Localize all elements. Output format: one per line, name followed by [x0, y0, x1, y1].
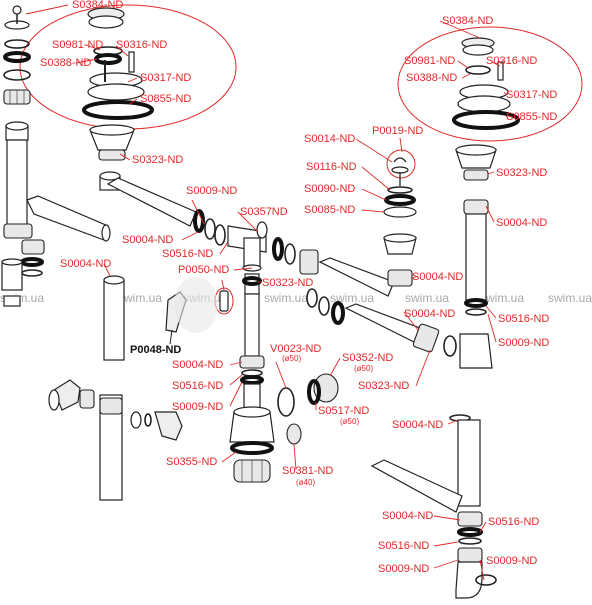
label-p0048: P0048-ND [130, 344, 181, 356]
label-s0004-b: S0004-ND [60, 258, 111, 270]
label-s0517-size: (ø50) [340, 417, 359, 426]
label-s0004-d: S0004-ND [412, 271, 463, 283]
watermark-4: swim.ua [264, 291, 308, 305]
label-v0023: V0023-ND [270, 343, 321, 355]
label-s0316-right: S0316-ND [486, 55, 537, 67]
center-bottle-trap [229, 355, 339, 483]
part-bottom-u-trap [455, 561, 483, 599]
part-labels: S0384-ND S0981-ND S0316-ND S0388-ND S031… [40, 0, 557, 575]
label-s0855-left: S0855-ND [140, 93, 191, 105]
part-left-tailpiece [6, 139, 28, 226]
label-s0352: S0352-ND [342, 352, 393, 364]
label-s0004-c: S0004-ND [172, 359, 223, 371]
label-s0004-g: S0004-ND [392, 419, 443, 431]
label-s0014: S0014-ND [304, 133, 355, 145]
part-v0023 [277, 387, 295, 417]
label-s0116: S0116-ND [306, 161, 357, 173]
label-s0004-h: S0004-ND [382, 510, 433, 522]
part-lower-right-tailpiece [457, 419, 481, 507]
part-left-drop-pipe [103, 279, 125, 361]
label-s0009-c: S0009-ND [498, 337, 549, 349]
label-s0316-left: S0316-ND [116, 39, 167, 51]
label-s0323-d: S0323-ND [496, 167, 547, 179]
label-s0388-right: S0388-ND [406, 72, 457, 84]
label-s0388-left: S0388-ND [40, 57, 91, 69]
label-s0004-f: S0004-ND [496, 217, 547, 229]
label-v0023-size: (ø50) [282, 354, 301, 363]
watermark-7: swim.ua [480, 291, 524, 305]
label-s0323-c: S0323-ND [358, 380, 409, 392]
watermark-8: swim.ua [548, 291, 592, 305]
label-s0009-b: S0009-ND [172, 401, 223, 413]
label-s0517: S0517-ND [318, 405, 369, 417]
right-strainer-group-outline [397, 26, 583, 142]
part-lower-right-branch [370, 459, 463, 513]
label-s0981-left: S0981-ND [52, 39, 103, 51]
label-s0009-d: S0009-ND [486, 555, 537, 567]
part-p0050 [219, 290, 229, 312]
label-s0004-e: S0004-ND [404, 308, 455, 320]
lower-left-parts [48, 379, 183, 501]
label-s0004-a: S0004-ND [122, 234, 173, 246]
watermark-5: swim.ua [330, 291, 374, 305]
label-s0516-a: S0516-ND [162, 248, 213, 260]
label-s0085: S0085-ND [304, 204, 355, 216]
label-s0384-right: S0384-ND [442, 15, 493, 27]
label-s0516-d: S0516-ND [488, 516, 539, 528]
label-s0357: S0357ND [240, 206, 288, 218]
label-s0317-left: S0317-ND [140, 72, 191, 84]
part-center-branch-pipe [106, 177, 197, 227]
center-left-parts [89, 124, 395, 361]
label-s0323-a: S0323-ND [132, 154, 183, 166]
label-s0317-right: S0317-ND [506, 89, 557, 101]
label-s0009-a: S0009-ND [186, 185, 237, 197]
part-lower-tailpiece [99, 394, 123, 501]
part-plug-p0019 [393, 157, 407, 163]
label-s0352-size: (ø50) [354, 364, 373, 373]
label-s0516-c: S0516-ND [498, 313, 549, 325]
left-column-parts [1, 5, 111, 307]
part-right-trap-elbow [459, 333, 493, 369]
right-strainer-parts [452, 37, 520, 130]
label-s0855-right: S0855-ND [506, 111, 557, 123]
right-column-parts [370, 144, 497, 599]
right-center-parts [306, 157, 493, 369]
part-right-tailpiece [465, 213, 487, 301]
watermark-2: swim.ua [118, 291, 162, 305]
plug-detail-outline [386, 149, 416, 179]
watermarks: swim.ua swim.ua swim.ua swim.ua swim.ua … [0, 291, 592, 305]
part-lower-hose-elbow [154, 411, 183, 441]
part-s0381 [286, 423, 302, 445]
leader-lines [25, 4, 509, 581]
part-elbow-connector [53, 379, 81, 411]
watermark-6: swim.ua [405, 291, 449, 305]
label-p0019: P0019-ND [372, 125, 423, 137]
left-strainer-parts [82, 7, 154, 120]
label-s0384-left: S0384-ND [72, 0, 123, 11]
label-s0381: S0381-ND [282, 465, 333, 477]
label-s0009-e: S0009-ND [378, 563, 429, 575]
part-left-branch [26, 195, 109, 241]
label-s0323-b: S0323-ND [262, 277, 313, 289]
label-p0050: P0050-ND [178, 264, 229, 276]
label-s0090: S0090-ND [304, 183, 355, 195]
label-s0516-e: S0516-ND [378, 540, 429, 552]
label-s0981-right: S0981-ND [404, 55, 455, 67]
label-s0355: S0355-ND [166, 456, 217, 468]
label-s0381-size: (ø40) [296, 478, 315, 487]
label-s0516-b: S0516-ND [172, 380, 223, 392]
